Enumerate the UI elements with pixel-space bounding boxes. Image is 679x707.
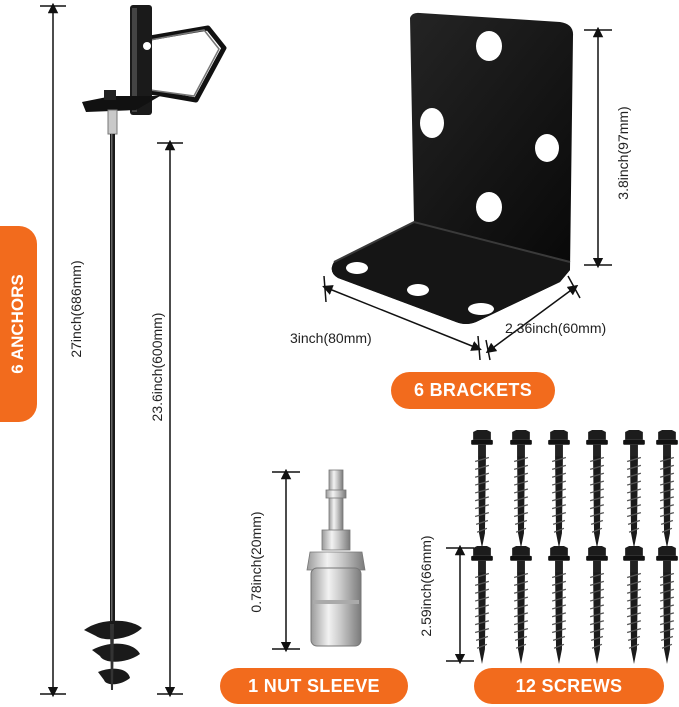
anchors-label: 6 ANCHORS (8, 274, 27, 374)
screw-icon (622, 430, 646, 548)
bracket-illustration (331, 12, 574, 324)
screw-icon (585, 546, 609, 664)
screws-pill: 12 SCREWS (474, 668, 664, 704)
screw-icon (470, 430, 494, 548)
sleeve-length-dimension (272, 468, 300, 653)
screw-length-dimension (446, 544, 474, 665)
screw-icon (547, 546, 571, 664)
screw-icon (509, 546, 533, 664)
anchor-illustration (82, 5, 227, 690)
screw-icon (470, 546, 494, 664)
bracket-depth-dimension (485, 275, 581, 361)
screw-icon (509, 430, 533, 548)
bracket-height-dimension-label: 3.8inch(97mm) (615, 106, 631, 200)
screws-group (470, 430, 679, 664)
screw-icon (585, 430, 609, 548)
bracket-height-dimension (584, 26, 612, 269)
bracket-depth-dimension-label: 2.36inch(60mm) (505, 320, 607, 336)
brackets-pill: 6 BRACKETS (391, 372, 555, 409)
anchors-pill (0, 226, 37, 422)
screw-icon (655, 546, 679, 664)
bracket-width-dimension (322, 275, 482, 361)
bracket-width-dimension-label: 3inch(80mm) (290, 330, 372, 346)
anchor-shaft-dimension-label: 23.6inch(600mm) (149, 312, 165, 422)
sleeve-length-dimension-label: 0.78inch(20mm) (248, 511, 264, 613)
nut-sleeve-illustration (306, 469, 366, 647)
screw-icon (622, 546, 646, 664)
anchor-shaft-dimension (157, 139, 183, 698)
nut-sleeve-pill: 1 NUT SLEEVE (220, 668, 408, 704)
screw-icon (547, 430, 571, 548)
anchor-total-dimension-label: 27inch(686mm) (68, 260, 84, 358)
screw-length-dimension-label: 2.59inch(66mm) (418, 535, 434, 637)
screw-icon (655, 430, 679, 548)
anchor-total-dimension (40, 2, 66, 698)
